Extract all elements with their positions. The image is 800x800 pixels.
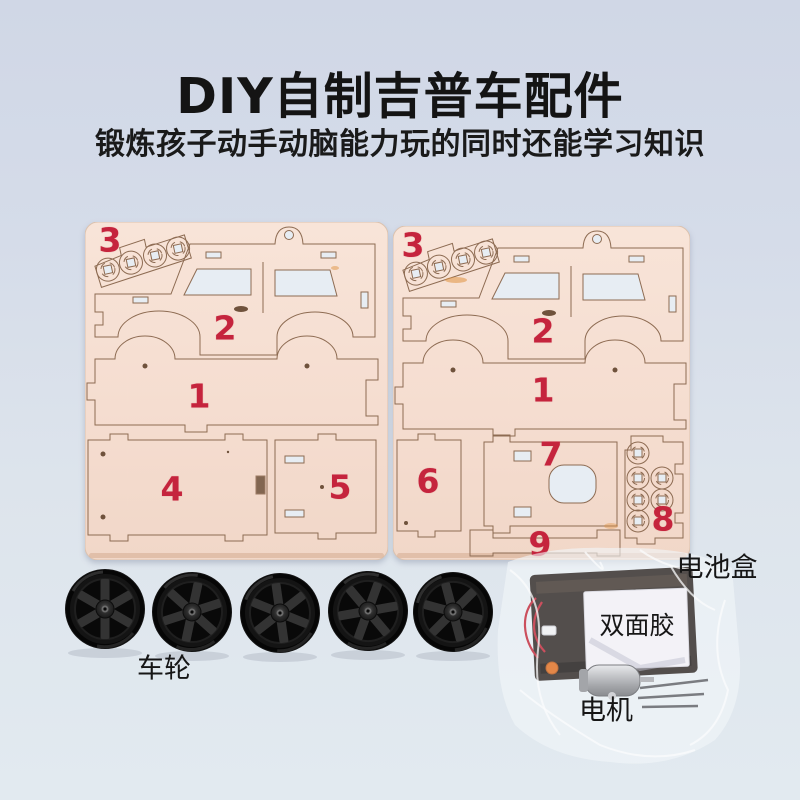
part-number-label: 2: [531, 311, 555, 351]
battery-box-label: 电池盒: [676, 552, 758, 584]
part-number-label: 4: [160, 469, 184, 509]
parts-bag: [497, 547, 741, 764]
wheel-row: [63, 563, 500, 665]
part-number-label: 6: [416, 461, 440, 501]
part-number-label: 7: [539, 434, 563, 474]
wheel: [63, 567, 147, 651]
wheel: [402, 563, 500, 663]
part-number-label: 3: [98, 220, 122, 260]
part-number-label: 1: [531, 370, 555, 410]
part-number-label: 2: [213, 308, 237, 348]
part-number-label: 1: [187, 376, 211, 416]
kit-subtitle: 锻炼孩子动手动脑能力玩的同时还能学习知识: [95, 127, 705, 162]
part-number-label: 3: [401, 225, 425, 265]
wood-board-left: [85, 222, 388, 560]
wheel: [232, 565, 328, 661]
kit-title: DIY自制吉普车配件: [176, 68, 624, 125]
part-number-label: 5: [328, 467, 352, 507]
wheels-label: 车轮: [137, 653, 191, 685]
motor-label: 电机: [579, 695, 633, 727]
wheel: [314, 563, 422, 665]
wheel: [142, 563, 242, 662]
part-number-label: 8: [651, 499, 675, 539]
tape-label: 双面胶: [599, 611, 675, 640]
